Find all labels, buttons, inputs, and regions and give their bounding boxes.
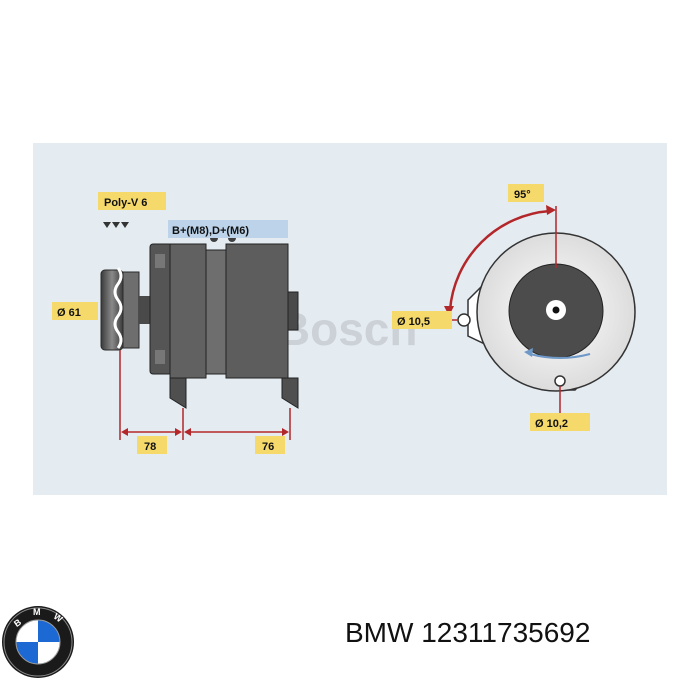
end-cap-bolt: [552, 306, 560, 314]
stator-ring: [205, 249, 227, 375]
mounting-foot-rear: [281, 377, 299, 409]
pulley-label: Poly-V 6: [104, 197, 147, 209]
length-dimension-lines: [119, 350, 291, 440]
part-number: 12311735692: [421, 617, 591, 648]
length-dimension-arrows: [121, 428, 289, 436]
hole-lower-box: [530, 413, 590, 431]
mounting-hole-upper: [457, 313, 471, 327]
angle-arc: [448, 209, 551, 311]
hole-lower-label: Ø 10,2: [535, 418, 568, 430]
length-front-box: [137, 436, 167, 454]
length-front-label: 78: [144, 441, 156, 453]
pulley-diameter-label: Ø 61: [57, 307, 81, 319]
pulley-diameter-box: [52, 302, 98, 320]
mounting-hole-lower: [554, 375, 566, 387]
angle-arrow-head-top: [546, 205, 556, 215]
rear-housing: [225, 243, 289, 379]
length-rear-label: 76: [262, 441, 274, 453]
pulley-groove: [122, 271, 140, 349]
front-housing-rib: [155, 350, 165, 364]
length-rear-box: [255, 436, 285, 454]
angle-label-box: [508, 184, 544, 202]
svg-text:B: B: [12, 617, 23, 629]
poly-v-rib-icon: [103, 222, 129, 228]
hole-upper-label: Ø 10,5: [397, 316, 430, 328]
pulley-break-line: [113, 267, 123, 349]
svg-text:M: M: [33, 607, 41, 617]
pulley-label-box: [98, 192, 166, 210]
mounting-foot-front: [169, 377, 187, 409]
bmw-roundel-icon: B M W: [2, 606, 74, 678]
alternator-end-view: [457, 232, 636, 392]
terminals-label: B+(M8),D+(M6): [172, 225, 249, 237]
stator-body: [169, 243, 207, 379]
angle-label: 95°: [514, 189, 531, 201]
terminals-label-box: [168, 220, 288, 238]
alternator-side-view: [100, 234, 299, 409]
rotation-arrow-head: [524, 348, 533, 357]
rear-cap: [287, 291, 299, 331]
front-housing-rib: [155, 254, 165, 268]
rotation-arrow: [529, 353, 591, 359]
brand-name: BMW: [345, 617, 414, 648]
hole-upper-box: [392, 311, 452, 329]
part-caption: BMW 12311735692: [345, 617, 590, 649]
